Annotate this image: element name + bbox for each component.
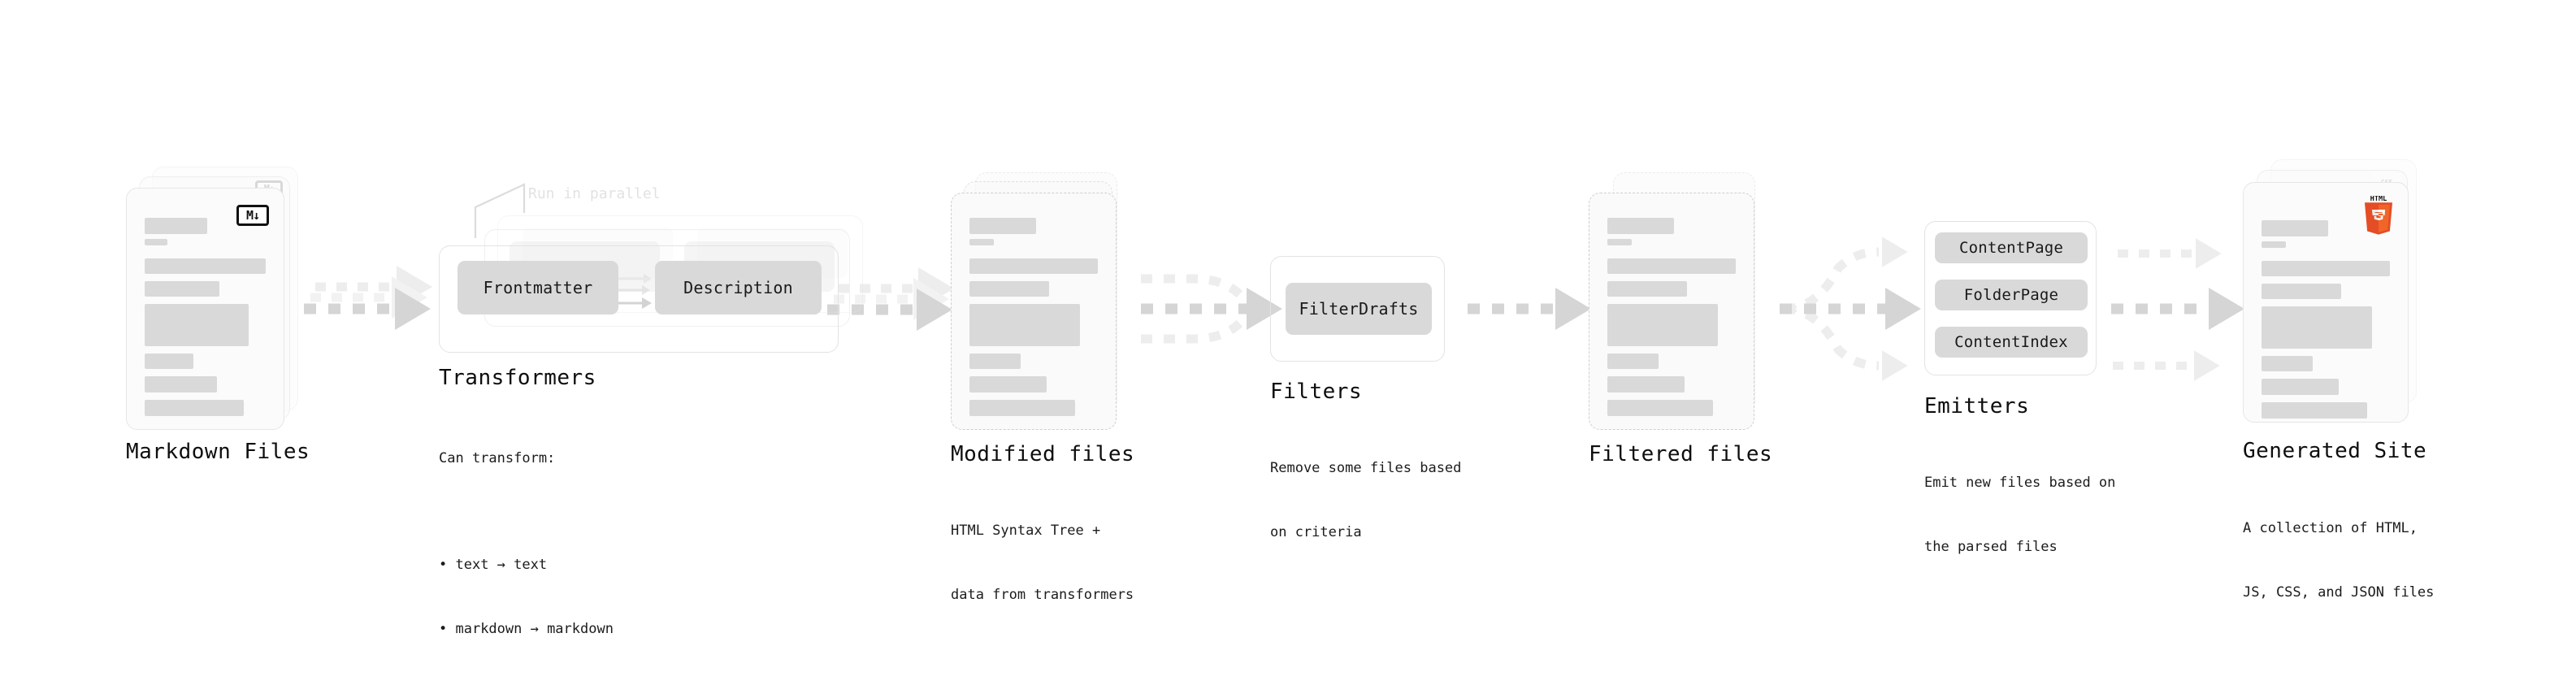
stage-title-generated-site: Generated Site: [2243, 439, 2427, 463]
subtitle-line: on criteria: [1270, 523, 1362, 540]
skeleton-body: [1607, 218, 1736, 423]
arrow-modified-to-filters: [1141, 274, 1282, 344]
subtitle-line: Emit new files based on: [1924, 474, 2116, 491]
skeleton-bar: [2262, 306, 2372, 349]
skeleton-bar: [145, 376, 218, 393]
transform-bullet: text → text: [439, 554, 614, 575]
filtered-file-stack: [1589, 172, 1763, 432]
stage-subtitle-filters: Remove some files based on criteria: [1270, 414, 1461, 586]
skeleton-bar: [145, 239, 168, 245]
skeleton-bar: [1607, 354, 1659, 369]
skeleton-bar: [969, 281, 1049, 297]
arrow-emitters-to-site: [2111, 238, 2244, 381]
stage-modified-files: Modified files HTML Syntax Tree + data f…: [951, 172, 1134, 603]
skeleton-bar: [969, 304, 1080, 346]
transform-bullet: markdown → markdown: [439, 618, 613, 640]
stage-title-markdown-files: Markdown Files: [126, 440, 310, 464]
skeleton-bar: [969, 400, 1075, 416]
skeleton-bar: [969, 354, 1021, 369]
stage-subtitle-generated-site: A collection of HTML, JS, CSS, and JSON …: [2243, 475, 2434, 646]
transform-bullet-list: text → text markdown → markdown html → h…: [439, 512, 614, 681]
transformer-chip-description[interactable]: Description: [655, 261, 822, 314]
html5-icon: HTML: [2362, 195, 2395, 235]
skeleton-bar: [2262, 261, 2390, 276]
subtitle-line: data from transformers: [951, 586, 1134, 603]
emitter-chip-contentindex[interactable]: ContentIndex: [1935, 327, 2088, 358]
skeleton-bar: [145, 400, 245, 416]
skeleton-bar: [969, 218, 1037, 234]
transformer-chip-frontmatter[interactable]: Frontmatter: [458, 261, 618, 314]
stage-title-filtered-files: Filtered files: [1589, 442, 1773, 466]
filtered-file-card-front: [1589, 193, 1754, 430]
skeleton-body: [145, 218, 266, 423]
filter-chip-filterdrafts[interactable]: FilterDrafts: [1286, 283, 1432, 335]
emitters-group: ContentPage FolderPage ContentIndex: [1924, 221, 2097, 375]
skeleton-bar: [2262, 402, 2367, 419]
stage-subtitle-modified-files: HTML Syntax Tree + data from transformer…: [951, 477, 1134, 648]
skeleton-bar: [145, 281, 220, 297]
modified-file-stack: [951, 172, 1125, 432]
skeleton-bar: [145, 218, 208, 234]
subtitle-line: JS, CSS, and JSON files: [2243, 583, 2435, 601]
stage-generated-site: CSS HTML: [2243, 159, 2434, 601]
stage-filtered-files: Filtered files: [1589, 172, 1772, 466]
filters-group: FilterDrafts: [1270, 256, 1445, 362]
skeleton-bar: [1607, 239, 1633, 245]
skeleton-bar: [1607, 304, 1718, 346]
generated-site-stack: CSS HTML: [2243, 159, 2430, 427]
skeleton-bar: [2262, 284, 2341, 299]
stage-markdown-files: M↓ M↓ M↓ Markdown Files: [126, 167, 310, 464]
skeleton-bar: [1607, 376, 1685, 393]
skeleton-bar: [145, 354, 193, 369]
stage-title-emitters: Emitters: [1924, 394, 2030, 419]
skeleton-body: [969, 218, 1098, 423]
skeleton-bar: [145, 258, 266, 274]
emitter-chip-folderpage[interactable]: FolderPage: [1935, 280, 2088, 310]
stage-subtitle-emitters: Emit new files based on the parsed files: [1924, 429, 2115, 601]
arrow-filtered-to-emitters: [1780, 236, 1921, 381]
generated-html-card: HTML: [2243, 182, 2409, 423]
arrow-markdown-to-transformers: [304, 266, 432, 330]
arrow-filters-to-filtered: [1468, 288, 1591, 330]
skeleton-bar: [2262, 356, 2314, 371]
skeleton-bar: [1607, 218, 1675, 234]
stage-title-modified-files: Modified files: [951, 442, 1135, 466]
skeleton-bar: [969, 258, 1098, 274]
skeleton-bar: [1607, 400, 1713, 416]
stage-title-transformers: Transformers: [439, 366, 596, 390]
skeleton-body: [2262, 220, 2390, 426]
stage-subtitle-transformers: Can transform: text → text markdown → ma…: [439, 405, 614, 681]
skeleton-bar: [1607, 281, 1687, 297]
markdown-file-card-front: M↓: [126, 188, 284, 430]
skeleton-bar: [969, 376, 1047, 393]
skeleton-bar: [2262, 220, 2329, 236]
transformer-group-front: Frontmatter Description: [439, 245, 839, 353]
skeleton-bar: [145, 304, 249, 346]
svg-text:HTML: HTML: [2370, 196, 2387, 203]
skeleton-bar: [2262, 241, 2287, 248]
markdown-file-stack: M↓ M↓ M↓: [126, 167, 301, 430]
subtitle-line: the parsed files: [1924, 538, 2058, 555]
skeleton-bar: [2262, 379, 2339, 395]
skeleton-bar: [969, 239, 995, 245]
modified-file-card-front: [951, 193, 1117, 430]
stage-title-filters: Filters: [1270, 380, 1363, 404]
subtitle-line: HTML Syntax Tree +: [951, 522, 1101, 539]
run-in-parallel-annotation: Run in parallel: [528, 185, 661, 202]
skeleton-bar: [1607, 258, 1736, 274]
subtitle-line: A collection of HTML,: [2243, 519, 2418, 536]
markdown-icon: M↓: [236, 205, 269, 226]
emitter-chip-contentpage[interactable]: ContentPage: [1935, 232, 2088, 263]
can-transform-label: Can transform:: [439, 449, 556, 466]
subtitle-line: Remove some files based: [1270, 459, 1462, 476]
